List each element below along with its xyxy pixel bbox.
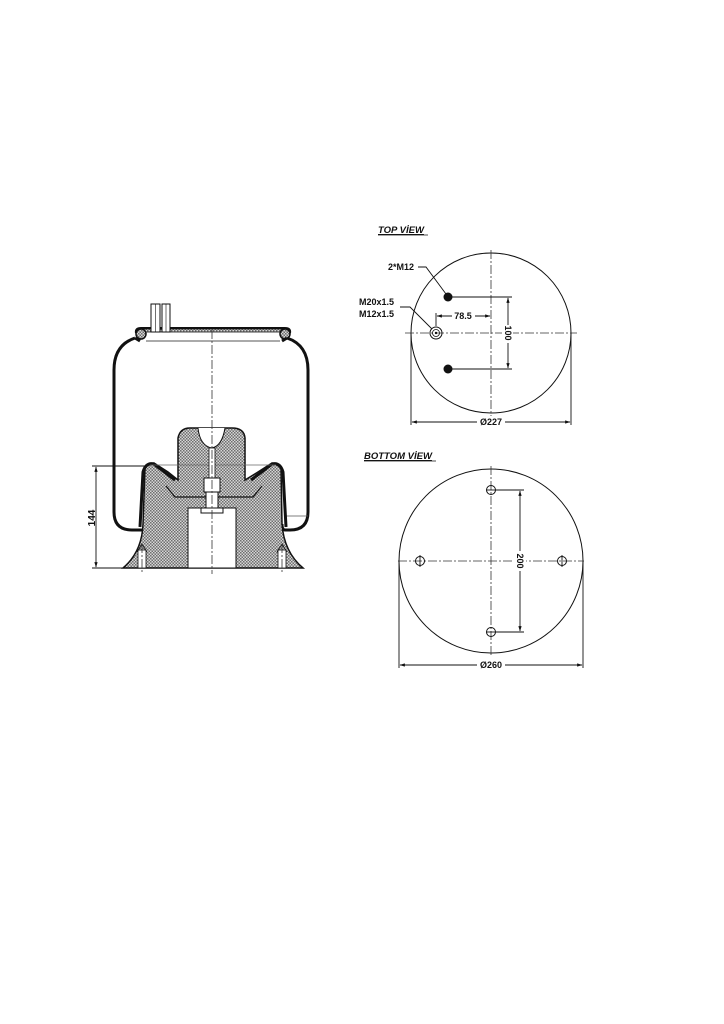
- bottom-view: BOTTOM VİEW 200 Ø260: [364, 451, 584, 670]
- offset-dim: 78.5: [454, 311, 472, 321]
- air-inlet-label-2: M12x1.5: [359, 309, 394, 319]
- side-view: 144: [87, 303, 310, 574]
- top-view-title: TOP VİEW: [378, 225, 425, 236]
- hole-spacing-dim: 200: [515, 553, 525, 568]
- height-dimension: 144: [87, 465, 145, 569]
- height-dim-label: 144: [87, 509, 98, 526]
- top-view: TOP VİEW 100 78.5 2*M12 M20x1.5 M12x1.5: [359, 225, 577, 427]
- stud-spacing-dim: 100: [503, 325, 513, 340]
- bottom-diameter-dim: Ø260: [480, 660, 502, 670]
- air-inlet-label-1: M20x1.5: [359, 297, 394, 307]
- air-inlet: [429, 326, 443, 340]
- top-plate: [134, 327, 292, 342]
- stud-hole: [443, 364, 453, 374]
- top-studs: [150, 303, 171, 333]
- stud-label: 2*M12: [388, 262, 414, 272]
- top-diameter-dim: Ø227: [480, 417, 502, 427]
- stud-hole: [443, 292, 453, 302]
- bottom-view-title: BOTTOM VİEW: [364, 451, 433, 462]
